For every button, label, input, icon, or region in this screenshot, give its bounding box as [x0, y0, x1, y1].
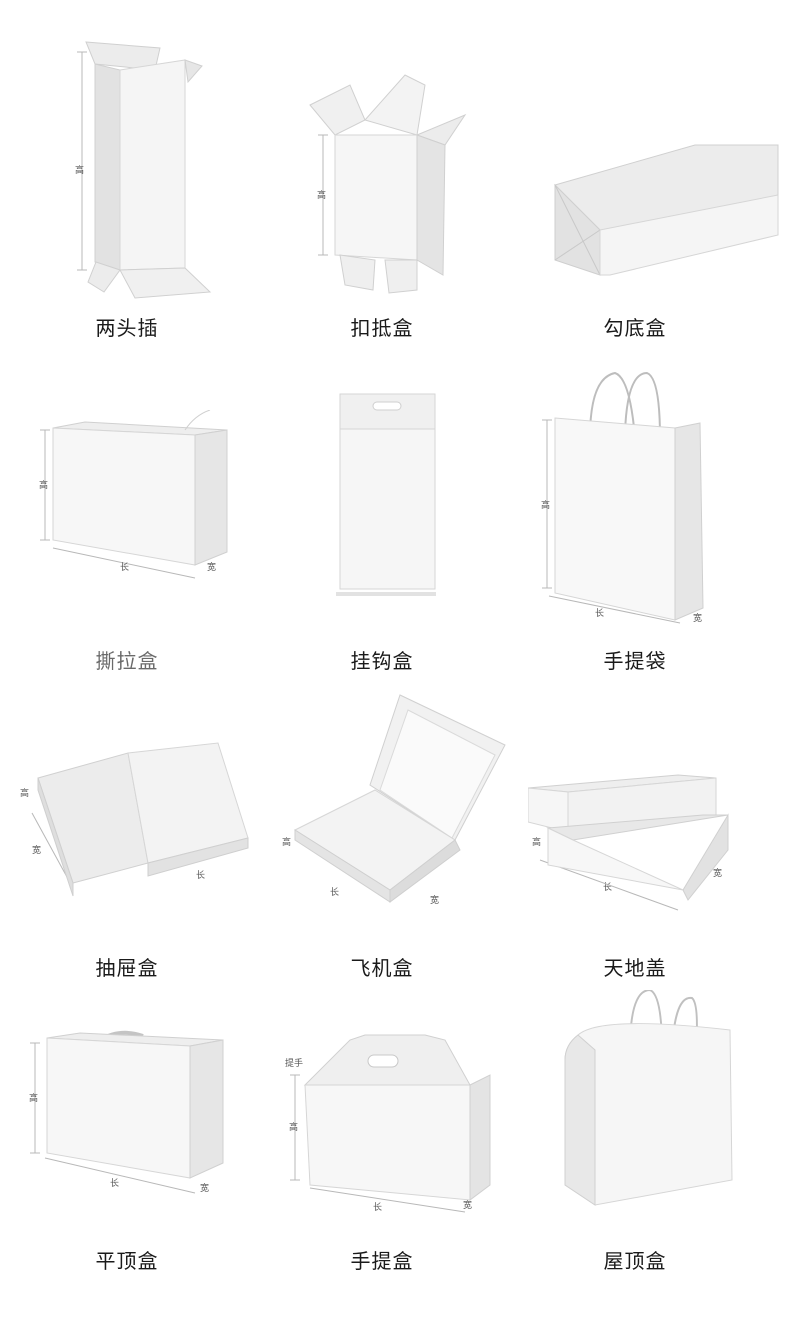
- flat-top-box-illustration: 高 长 宽: [29, 1030, 224, 1194]
- svg-text:高: 高: [20, 787, 29, 799]
- svg-text:宽: 宽: [693, 612, 702, 624]
- svg-text:长: 长: [595, 607, 604, 619]
- box-label: 屋顶盒: [603, 1249, 667, 1273]
- svg-text:宽: 宽: [32, 844, 41, 856]
- svg-text:高: 高: [289, 1121, 298, 1133]
- svg-text:高: 高: [317, 189, 326, 201]
- svg-text:宽: 宽: [430, 894, 439, 906]
- snap-lock-box-illustration: 高: [309, 74, 467, 294]
- box-label: 挂钩盒: [350, 649, 414, 673]
- hanging-hook-box-illustration: [336, 393, 436, 596]
- box-label: 抽屉盒: [95, 956, 159, 980]
- svg-text:高: 高: [39, 479, 48, 491]
- tear-strip-box-illustration: 高 长 宽: [39, 410, 228, 579]
- svg-text:高: 高: [29, 1092, 38, 1104]
- svg-text:长: 长: [330, 886, 339, 898]
- box-label: 平顶盒: [95, 1249, 159, 1273]
- drawer-box-illustration: 高 宽 长: [20, 742, 249, 897]
- svg-text:高: 高: [532, 836, 541, 848]
- box-label: 手提盒: [350, 1249, 414, 1273]
- svg-text:宽: 宽: [713, 867, 722, 879]
- box-label: 手提袋: [603, 649, 667, 673]
- roof-box-illustration: [564, 990, 733, 1206]
- box-label: 天地盖: [603, 956, 667, 980]
- svg-text:高: 高: [541, 499, 550, 511]
- handle-box-illustration: 提手 高 长 宽: [285, 1034, 491, 1213]
- svg-text:长: 长: [603, 881, 612, 893]
- svg-text:长: 长: [196, 869, 205, 881]
- svg-text:高: 高: [282, 836, 291, 848]
- crash-lock-bottom-box-illustration: [554, 144, 779, 276]
- svg-text:长: 长: [120, 561, 129, 573]
- svg-text:长: 长: [373, 1201, 382, 1213]
- box-label: 飞机盒: [350, 956, 414, 980]
- two-end-tuck-box-illustration: 高: [75, 41, 212, 299]
- svg-text:宽: 宽: [207, 561, 216, 573]
- svg-text:高: 高: [75, 164, 84, 176]
- box-label: 两头插: [95, 316, 159, 340]
- mailer-box-illustration: 高 长 宽: [282, 694, 506, 906]
- svg-text:宽: 宽: [200, 1182, 209, 1194]
- svg-text:长: 长: [110, 1177, 119, 1189]
- paper-bag-illustration: 高 长 宽: [541, 371, 704, 624]
- box-label: 勾底盒: [603, 316, 667, 340]
- box-label: 扣抵盒: [350, 316, 414, 340]
- box-label: 撕拉盒: [95, 649, 159, 673]
- lid-and-base-box-illustration: 高 长 宽: [528, 774, 729, 911]
- svg-text:宽: 宽: [463, 1199, 472, 1211]
- svg-text:提手: 提手: [285, 1057, 303, 1069]
